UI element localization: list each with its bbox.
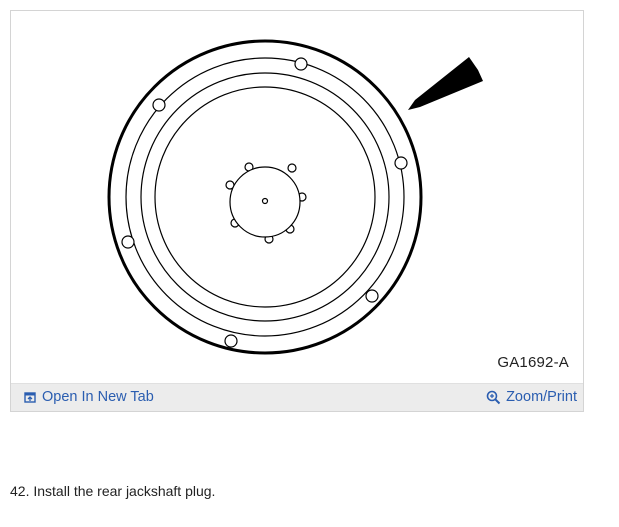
jackshaft-plug-diagram[interactable] bbox=[11, 11, 583, 383]
plug-ring-outer bbox=[125, 57, 405, 337]
plug-face bbox=[154, 86, 376, 308]
bolt-hole bbox=[394, 156, 408, 170]
zoom-print-label: Zoom/Print bbox=[506, 389, 577, 405]
center-pin bbox=[261, 197, 269, 205]
bolt-holes bbox=[121, 57, 408, 348]
step-instruction: 42. Install the rear jackshaft plug. bbox=[10, 483, 216, 499]
open-in-new-tab-label: Open In New Tab bbox=[42, 389, 154, 405]
open-in-new-tab-icon bbox=[24, 391, 37, 404]
plug-ring-inner bbox=[140, 72, 390, 322]
figure-code: GA1692-A bbox=[497, 354, 569, 371]
plug-outer-rim bbox=[107, 39, 423, 355]
bolt-hole bbox=[152, 98, 166, 112]
bolt-hole bbox=[121, 235, 135, 249]
bolt-hole bbox=[294, 57, 308, 71]
bolt-hole bbox=[365, 289, 379, 303]
arrow-icon bbox=[408, 57, 483, 110]
bolt-hole bbox=[224, 334, 238, 348]
center-hub bbox=[225, 162, 307, 244]
figure-toolbar: Open In New Tab Zoom/Print bbox=[11, 383, 583, 411]
magnifier-icon bbox=[486, 390, 501, 405]
open-in-new-tab-button[interactable]: Open In New Tab bbox=[24, 389, 154, 405]
figure-frame: GA1692-A Open In New Tab Zoo bbox=[10, 10, 584, 412]
zoom-print-button[interactable]: Zoom/Print bbox=[486, 389, 577, 405]
